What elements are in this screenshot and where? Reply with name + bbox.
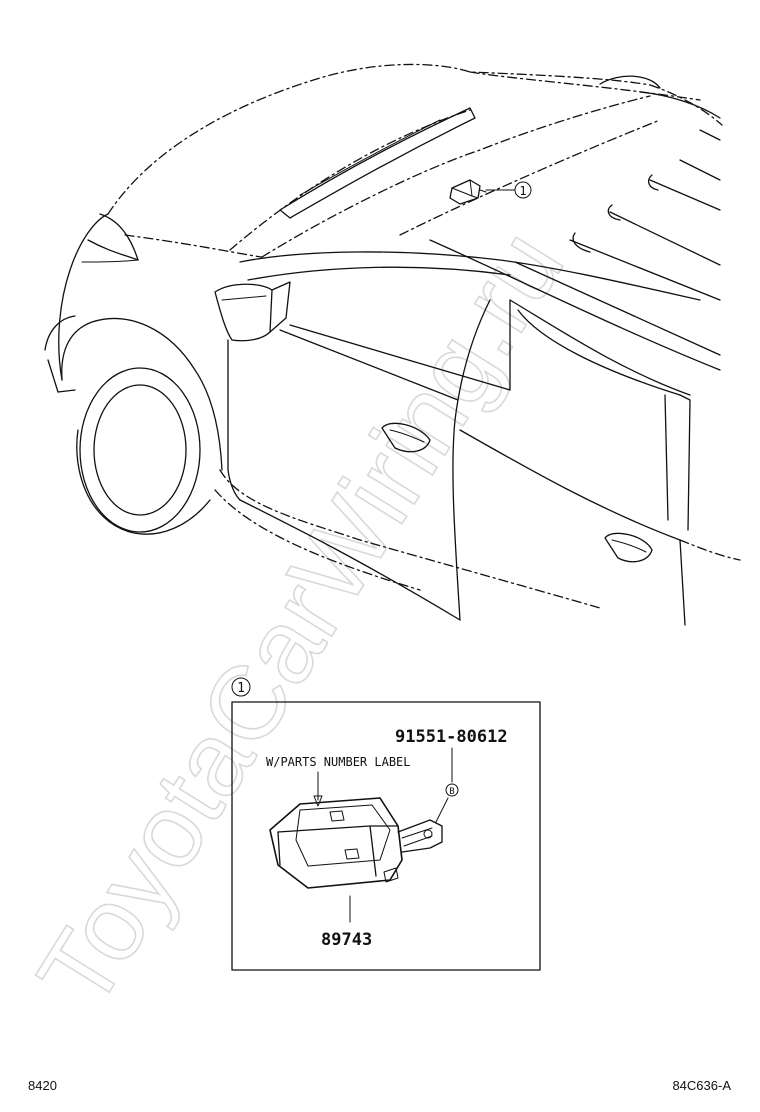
callout-marker: 1: [514, 181, 532, 199]
relay-part: [269, 797, 443, 889]
detail-frame: [231, 701, 541, 971]
detail-callout-marker: 1: [231, 677, 251, 697]
footer-right-code: 84C636-A: [672, 1078, 731, 1093]
parts-number-label-note: W/PARTS NUMBER LABEL: [266, 755, 411, 769]
footer-left-code: 8420: [28, 1078, 57, 1093]
bolt-symbol: B: [445, 783, 459, 797]
detail-callout-number: 1: [237, 681, 245, 696]
part-number-bolt: 91551-80612: [395, 727, 508, 747]
vehicle-illustration: [44, 63, 741, 626]
bolt-symbol-letter: B: [449, 787, 454, 797]
watermark-text: ToyotaCarWiring.ru: [16, 211, 586, 1027]
part-number-main: 89743: [321, 930, 372, 950]
callout-number: 1: [519, 184, 526, 198]
